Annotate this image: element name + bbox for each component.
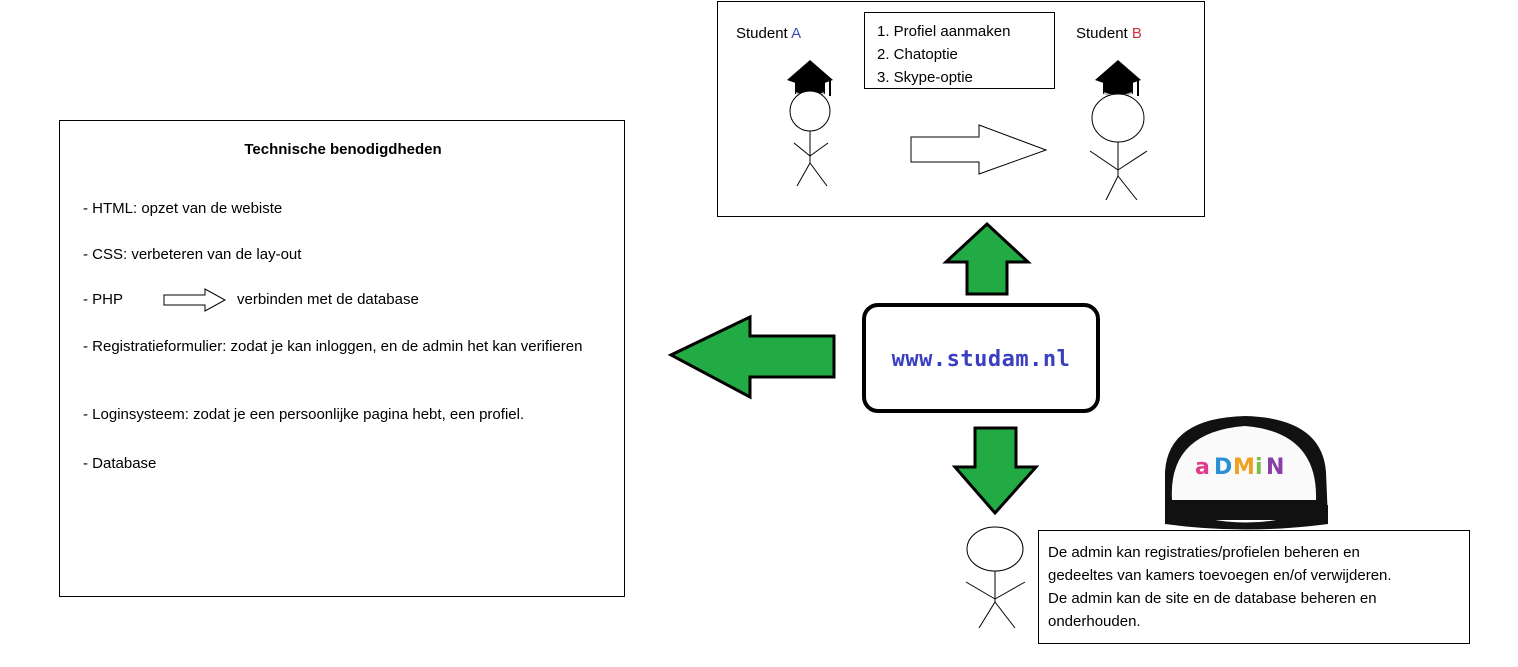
arrow-left-to-requirements-icon [667, 314, 836, 400]
php-outline-arrow-icon [163, 288, 227, 312]
feature-item-skype: 3. Skype-optie [877, 69, 973, 86]
tech-item-registration: - Registratieformulier: zodat je kan inl… [83, 338, 583, 355]
admin-description-line: De admin kan registraties/profielen behe… [1048, 544, 1360, 561]
feature-item-chat: 2. Chatoptie [877, 46, 958, 63]
student-b-letter: B [1131, 25, 1142, 42]
website-box: www.studam.nl [862, 303, 1100, 413]
website-url: www.studam.nl [891, 347, 1071, 372]
student-a-figure [787, 60, 833, 187]
students-outline-arrow-icon [910, 124, 1048, 175]
admin-figure [965, 526, 1026, 629]
graduation-cap-icon [787, 60, 833, 97]
admin-description-line: gedeeltes van kamers toevoegen en/of ver… [1048, 567, 1392, 584]
tech-item-php-label: - PHP [83, 291, 124, 308]
feature-item-profile: 1. Profiel aanmaken [877, 23, 1011, 40]
graduation-cap-icon [1095, 60, 1141, 97]
admin-description: De admin kan registraties/profielen behe… [1048, 541, 1468, 633]
student-b-label: Student B [1076, 25, 1142, 42]
tech-item-database: - Database [83, 455, 157, 472]
admin-cap-icon: a D M i N [1165, 416, 1328, 530]
technical-requirements-title: Technische benodigdheden [244, 141, 442, 158]
admin-description-line: onderhouden. [1048, 613, 1141, 630]
student-b-figure [1089, 60, 1148, 201]
student-a-prefix: Student [736, 25, 792, 42]
arrow-up-to-students-icon [942, 221, 1032, 296]
features-list-box: 1. Profiel aanmaken 2. Chatoptie 3. Skyp… [864, 12, 1055, 89]
svg-text:M: M [1233, 455, 1255, 480]
technical-requirements-box: Technische benodigdheden - HTML: opzet v… [59, 120, 625, 597]
student-b-prefix: Student [1076, 25, 1132, 42]
tech-item-login: - Loginsysteem: zodat je een persoonlijk… [83, 406, 525, 423]
svg-text:N: N [1266, 455, 1284, 480]
student-a-letter: A [791, 25, 802, 42]
student-a-label: Student A [736, 25, 801, 42]
admin-description-box: De admin kan registraties/profielen behe… [1038, 530, 1470, 644]
tech-item-php: - PHP verbinden met de database [83, 288, 583, 312]
svg-text:a: a [1195, 455, 1210, 480]
tech-item-css: - CSS: verbeteren van de lay-out [83, 246, 302, 263]
svg-text:D: D [1214, 455, 1232, 480]
svg-text:i: i [1255, 455, 1263, 480]
arrow-down-to-admin-icon [951, 426, 1040, 516]
admin-description-line: De admin kan de site en de database behe… [1048, 590, 1377, 607]
tech-item-php-description: verbinden met de database [237, 291, 419, 308]
tech-item-html: - HTML: opzet van de webiste [83, 200, 283, 217]
